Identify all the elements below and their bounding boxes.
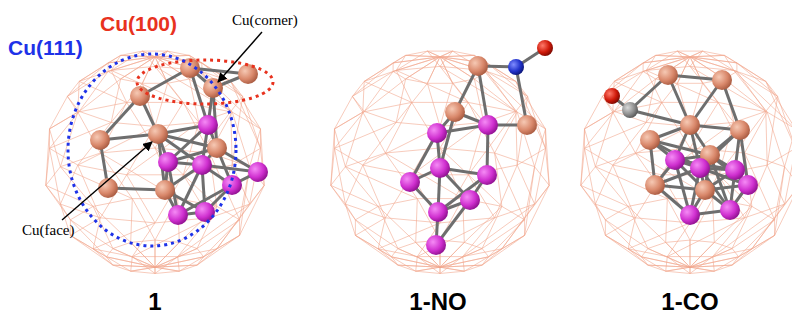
- atom: [537, 40, 553, 56]
- facet-label: Cu(111): [8, 36, 83, 60]
- atom: [730, 120, 750, 140]
- atom: [640, 130, 660, 150]
- leader-arrow: [62, 142, 152, 220]
- atom: [658, 65, 678, 85]
- atom: [477, 165, 497, 185]
- structure-number: 1-CO: [661, 288, 718, 316]
- atom: [427, 123, 447, 143]
- atom: [468, 56, 488, 76]
- atom: [690, 158, 710, 178]
- atom: [622, 102, 638, 118]
- atom: [720, 200, 740, 220]
- atom: [195, 202, 215, 222]
- atom: [508, 59, 524, 75]
- atom: [400, 172, 420, 192]
- atom: [695, 180, 715, 200]
- structure-number: 1: [148, 288, 161, 316]
- atom: [158, 152, 178, 172]
- atom: [248, 162, 268, 182]
- cu111-region: [68, 54, 236, 246]
- atom: [680, 205, 700, 225]
- atom: [665, 150, 685, 170]
- atom: [155, 180, 175, 200]
- atom: [517, 115, 537, 135]
- atom: [680, 115, 700, 135]
- atom: [738, 175, 758, 195]
- atom: [430, 158, 450, 178]
- atom: [238, 64, 258, 84]
- atom: [148, 124, 168, 144]
- leader-arrow: [218, 32, 262, 82]
- atom: [712, 70, 732, 90]
- atom: [192, 155, 212, 175]
- wireframe-shell: [46, 51, 264, 273]
- atom: [198, 115, 218, 135]
- atom: [604, 88, 620, 104]
- atom: [426, 235, 446, 255]
- atom: [445, 102, 465, 122]
- atom: [478, 115, 498, 135]
- atom: [645, 175, 665, 195]
- atom: [428, 202, 448, 222]
- atom: [168, 205, 188, 225]
- atom: [460, 190, 480, 210]
- wireframe-shell: [581, 51, 792, 273]
- cu100-region: [137, 60, 273, 104]
- structure-number: 1-NO: [409, 288, 466, 316]
- site-label: Cu(face): [22, 222, 74, 239]
- atom: [203, 78, 223, 98]
- site-label: Cu(corner): [232, 12, 298, 29]
- atom: [90, 130, 110, 150]
- wireframe-shell: [331, 51, 549, 273]
- facet-label: Cu(100): [100, 12, 177, 36]
- atom: [207, 138, 227, 158]
